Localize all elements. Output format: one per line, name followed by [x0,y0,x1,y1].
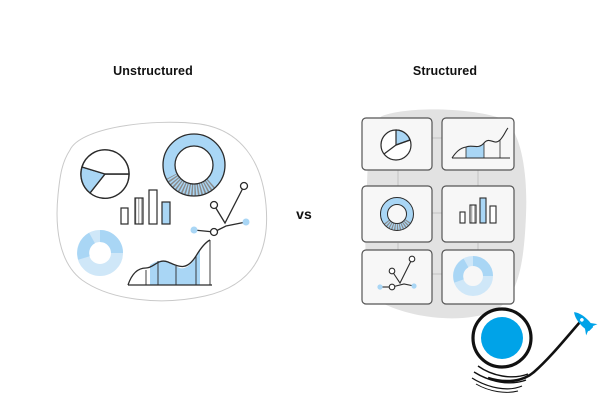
donut-chart-icon [380,197,414,231]
bar-chart-icon [120,189,171,225]
panel-donut [361,185,433,243]
unstructured-cluster [56,121,268,302]
bar-chart-icon [459,197,497,224]
panel-line [361,249,433,305]
vs-label: vs [296,206,312,222]
line-chart-icon [190,181,250,237]
area-chart-icon [451,127,510,159]
rocket-logo-icon [471,307,598,393]
structured-label: Structured [412,64,478,78]
structured-grid [361,109,527,319]
unstructured-label: Unstructured [113,64,193,78]
pie-chart-icon [380,129,412,161]
panel-area [441,117,515,171]
pie-chart-icon [80,149,130,199]
donut-chart-icon [162,133,226,197]
rocket-icon [574,312,598,336]
line-chart-icon [377,255,417,291]
area-chart-icon [127,239,212,286]
ring-chart-icon [453,256,493,296]
panel-bar [441,185,515,243]
ring-chart-icon [77,230,123,276]
